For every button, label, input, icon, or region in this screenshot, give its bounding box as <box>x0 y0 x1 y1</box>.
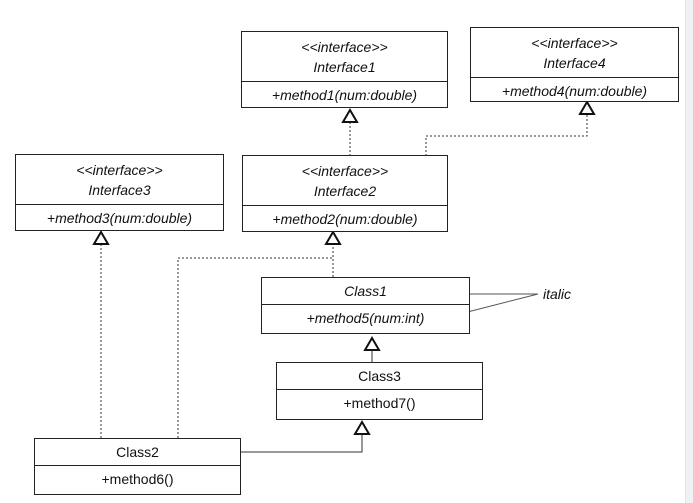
interface2-box: <<interface>> Interface2 +method2(num:do… <box>242 155 448 232</box>
interface1-stereotype: <<interface>> <box>301 39 388 55</box>
class1-box: Class1 +method5(num:int) <box>261 277 470 334</box>
interface1-box: <<interface>> Interface1 +method1(num:do… <box>241 31 448 108</box>
realization-arrowhead-interface4 <box>578 100 596 115</box>
interface3-method: +method3(num:double) <box>46 210 193 226</box>
class1-name: Class1 <box>344 283 387 299</box>
class3-name: Class3 <box>358 368 401 384</box>
class1-method: +method5(num:int) <box>306 310 425 326</box>
generalization-arrowhead-class3 <box>353 420 371 435</box>
interface2-method: +method2(num:double) <box>272 211 418 227</box>
interface4-name: Interface4 <box>543 55 606 71</box>
interface1-method: +method1(num:double) <box>271 87 418 103</box>
class2-name: Class2 <box>116 444 159 460</box>
class3-box: Class3 +method7() <box>276 362 483 420</box>
interface3-box: <<interface>> Interface3 +method3(num:do… <box>15 154 224 231</box>
interface4-method: +method4(num:double) <box>501 83 648 99</box>
interface2-name: Interface2 <box>313 183 377 199</box>
interface4-box: <<interface>> Interface4 +method4(num:do… <box>470 27 679 102</box>
realization-line-interface2-interface4 <box>425 114 588 156</box>
interface1-name: Interface1 <box>313 59 376 75</box>
interface2-stereotype: <<interface>> <box>301 163 389 179</box>
interface3-name: Interface3 <box>88 182 151 198</box>
realization-arrowhead-interface3 <box>92 230 110 245</box>
interface3-stereotype: <<interface>> <box>76 162 163 178</box>
scroll-edge <box>685 0 693 503</box>
generalization-arrowhead-class1 <box>363 336 381 351</box>
class2-method: +method6() <box>101 471 174 487</box>
realization-arrowhead-interface2 <box>324 230 342 245</box>
interface4-stereotype: <<interface>> <box>531 35 618 51</box>
realization-line-class2-interface2 <box>177 257 333 438</box>
class2-box: Class2 +method6() <box>34 438 241 495</box>
realization-arrowhead-interface1 <box>341 108 359 123</box>
generalization-line-class2-class3 <box>241 434 363 453</box>
italic-annotation: italic <box>543 286 572 302</box>
class3-method: +method7() <box>343 395 416 411</box>
